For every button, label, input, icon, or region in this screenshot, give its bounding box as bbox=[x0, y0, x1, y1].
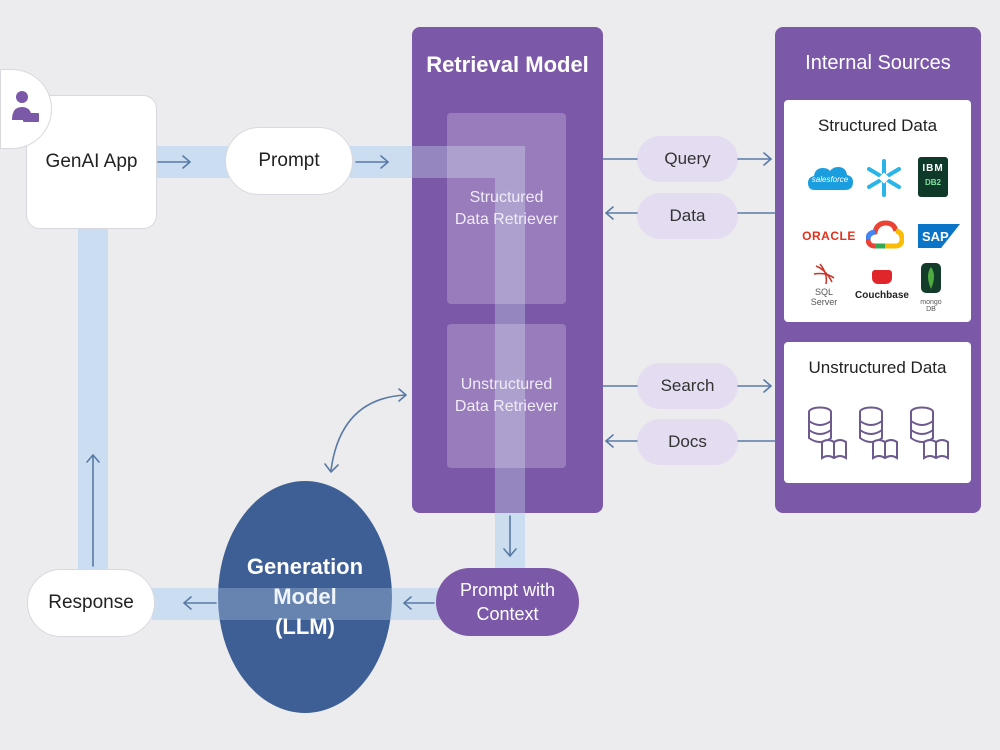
docs-label: Docs bbox=[668, 432, 707, 451]
retrieval-model-panel bbox=[412, 27, 603, 513]
flow-band-through-llm bbox=[218, 588, 392, 620]
sap-wordmark: SAP bbox=[922, 228, 949, 244]
arrow-search bbox=[602, 379, 772, 393]
mongodb-icon bbox=[921, 263, 941, 293]
user-avatar bbox=[0, 69, 52, 149]
flow-band-llm-to-response bbox=[152, 588, 222, 620]
data-label: Data bbox=[669, 206, 706, 225]
generation-model-line-3: (LLM) bbox=[275, 614, 335, 639]
arrow-retrieval-down bbox=[503, 515, 517, 557]
ibm-db2-logo: IBM DB2 bbox=[918, 157, 948, 197]
arrow-context-to-llm bbox=[403, 596, 435, 610]
user-icon bbox=[12, 91, 39, 122]
response-pill[interactable]: Response bbox=[27, 569, 155, 637]
couchbase-logo: Couchbase bbox=[854, 270, 910, 306]
search-pill[interactable]: Search bbox=[637, 363, 738, 409]
prompt-label: Prompt bbox=[258, 150, 320, 171]
structured-data-retriever[interactable]: Structured Data Retriever bbox=[447, 113, 566, 304]
generation-model-line-1: Generation bbox=[246, 554, 364, 579]
mongodb-logo: mongo DB bbox=[916, 262, 946, 313]
data-pill[interactable]: Data bbox=[637, 193, 738, 239]
search-label: Search bbox=[660, 376, 715, 395]
oracle-logo: ORACLE bbox=[802, 229, 856, 243]
arrow-data bbox=[605, 206, 776, 220]
arrow-docs bbox=[605, 434, 776, 448]
sql-server-wordmark: SQL Server bbox=[810, 287, 838, 307]
genai-app-label: GenAI App bbox=[45, 151, 138, 172]
sql-server-logo: SQL Server bbox=[802, 262, 846, 307]
salesforce-logo: salesforce bbox=[807, 160, 853, 200]
prompt-pill[interactable]: Prompt bbox=[225, 127, 353, 195]
arrow-prompt-to-retrieval bbox=[355, 155, 389, 169]
unstructured-retriever-line-1: Unstructured bbox=[460, 376, 553, 393]
structured-retriever-line-2: Data Retriever bbox=[454, 210, 559, 228]
structured-data-title: Structured Data bbox=[817, 116, 938, 135]
arrow-llm-to-response bbox=[183, 596, 217, 610]
docs-pill[interactable]: Docs bbox=[637, 419, 738, 465]
google-cloud-icon bbox=[865, 218, 905, 254]
salesforce-wordmark: salesforce bbox=[811, 175, 849, 184]
arrow-app-to-prompt bbox=[157, 155, 191, 169]
snowflake-icon bbox=[867, 157, 901, 199]
mongodb-wordmark: mongo DB bbox=[920, 299, 942, 313]
prompt-with-context-line-1: Prompt with bbox=[459, 580, 556, 600]
db2-wordmark: DB2 bbox=[924, 178, 941, 187]
prompt-with-context-pill[interactable]: Prompt with Context bbox=[436, 568, 579, 636]
unstructured-data-retriever[interactable]: Unstructured Data Retriever bbox=[447, 324, 566, 468]
flow-band-context-to-llm bbox=[385, 588, 440, 620]
prompt-with-context-line-2: Context bbox=[476, 604, 539, 624]
generation-model-line-2: Model bbox=[273, 584, 337, 609]
internal-sources-title: Internal Sources bbox=[805, 52, 951, 74]
query-pill[interactable]: Query bbox=[637, 136, 738, 182]
structured-retriever-line-1: Structured bbox=[469, 188, 544, 206]
ibm-wordmark: IBM bbox=[922, 163, 944, 174]
query-label: Query bbox=[664, 149, 711, 168]
arrow-query bbox=[602, 152, 772, 166]
arrow-curved-bidirectional bbox=[324, 388, 407, 473]
response-label: Response bbox=[48, 592, 134, 613]
arrow-response-up bbox=[86, 454, 100, 567]
unstructured-retriever-line-2: Data Retriever bbox=[454, 398, 559, 415]
unstructured-data-title: Unstructured Data bbox=[808, 358, 947, 377]
sql-server-icon bbox=[813, 263, 835, 285]
couchbase-icon bbox=[872, 270, 892, 284]
generation-model-circle[interactable]: Generation Model (LLM) bbox=[218, 481, 392, 713]
retrieval-model-title: Retrieval Model bbox=[426, 52, 589, 77]
couchbase-wordmark: Couchbase bbox=[855, 290, 909, 301]
